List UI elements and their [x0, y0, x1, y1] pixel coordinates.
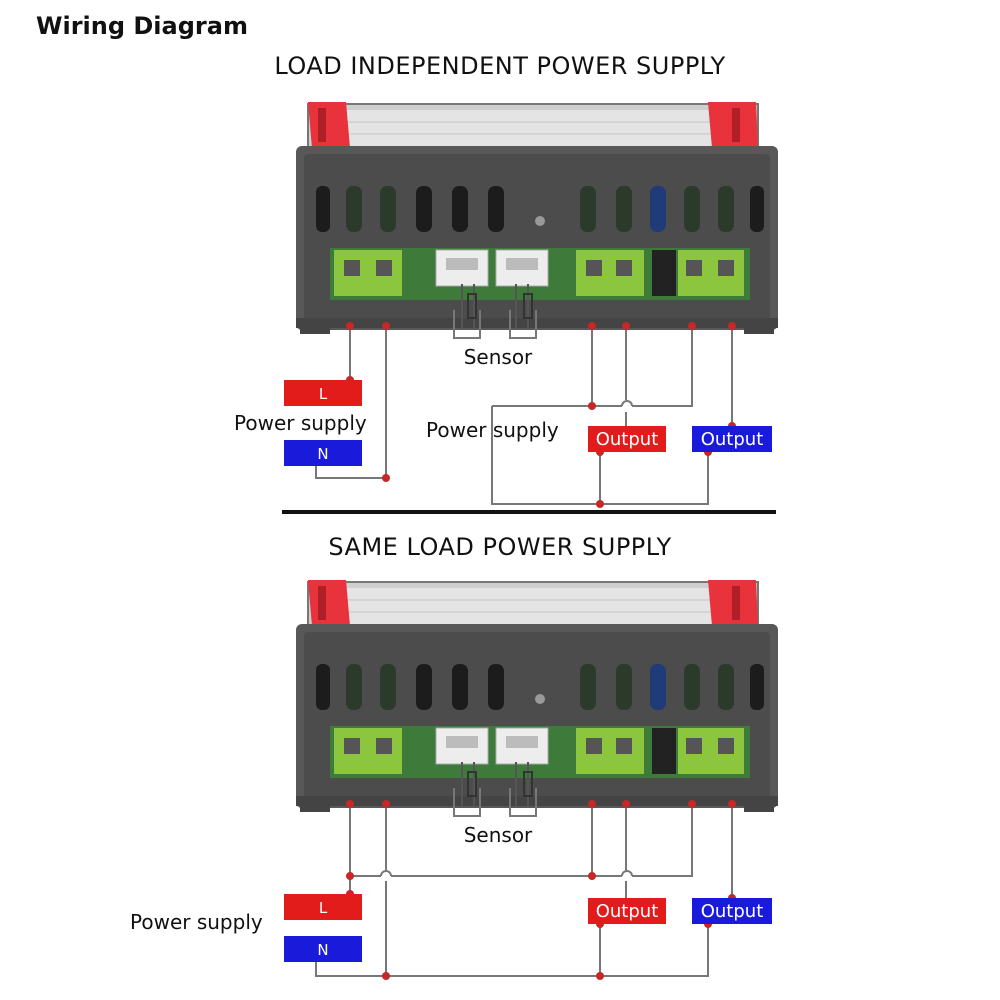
sensor-wires-top	[453, 310, 537, 339]
sensor-wires-bottom	[453, 788, 537, 817]
N-tag-label-bottom: N	[317, 941, 328, 959]
L-terminal-tag-top	[284, 380, 362, 406]
L-tag-label-bottom: L	[319, 899, 328, 917]
N-tag-label-top: N	[317, 445, 328, 463]
output-label-1-top: Output	[596, 429, 659, 450]
section-title-same: SAME LOAD POWER SUPPLY	[328, 533, 672, 561]
output-label-2-top: Output	[701, 429, 764, 450]
power-supply-label-left-top: Power supply	[234, 411, 367, 435]
L-terminal-tag-bottom	[284, 894, 362, 920]
controller-device-top	[295, 101, 779, 335]
page-title: Wiring Diagram	[36, 12, 248, 40]
section-title-independent: LOAD INDEPENDENT POWER SUPPLY	[274, 52, 726, 80]
output-label-1-bottom: Output	[596, 901, 659, 922]
output-tag-1-bottom	[588, 898, 666, 924]
power-supply-label-center-top: Power supply	[426, 418, 559, 442]
L-tag-label-top: L	[319, 385, 328, 403]
wires-top	[315, 326, 733, 505]
output-tag-1-top	[588, 426, 666, 452]
output-tag-2-top	[692, 426, 772, 452]
output-tag-2-bottom	[692, 898, 772, 924]
power-supply-label-bottom: Power supply	[130, 910, 263, 934]
N-terminal-tag-top	[284, 440, 362, 466]
N-terminal-tag-bottom	[284, 936, 362, 962]
output-label-2-bottom: Output	[701, 901, 764, 922]
section-divider	[282, 510, 776, 514]
sensor-label-top: Sensor	[464, 345, 533, 369]
sensor-label-bottom: Sensor	[464, 823, 533, 847]
controller-device-bottom	[295, 579, 779, 813]
wire-nodes-top	[346, 322, 736, 508]
